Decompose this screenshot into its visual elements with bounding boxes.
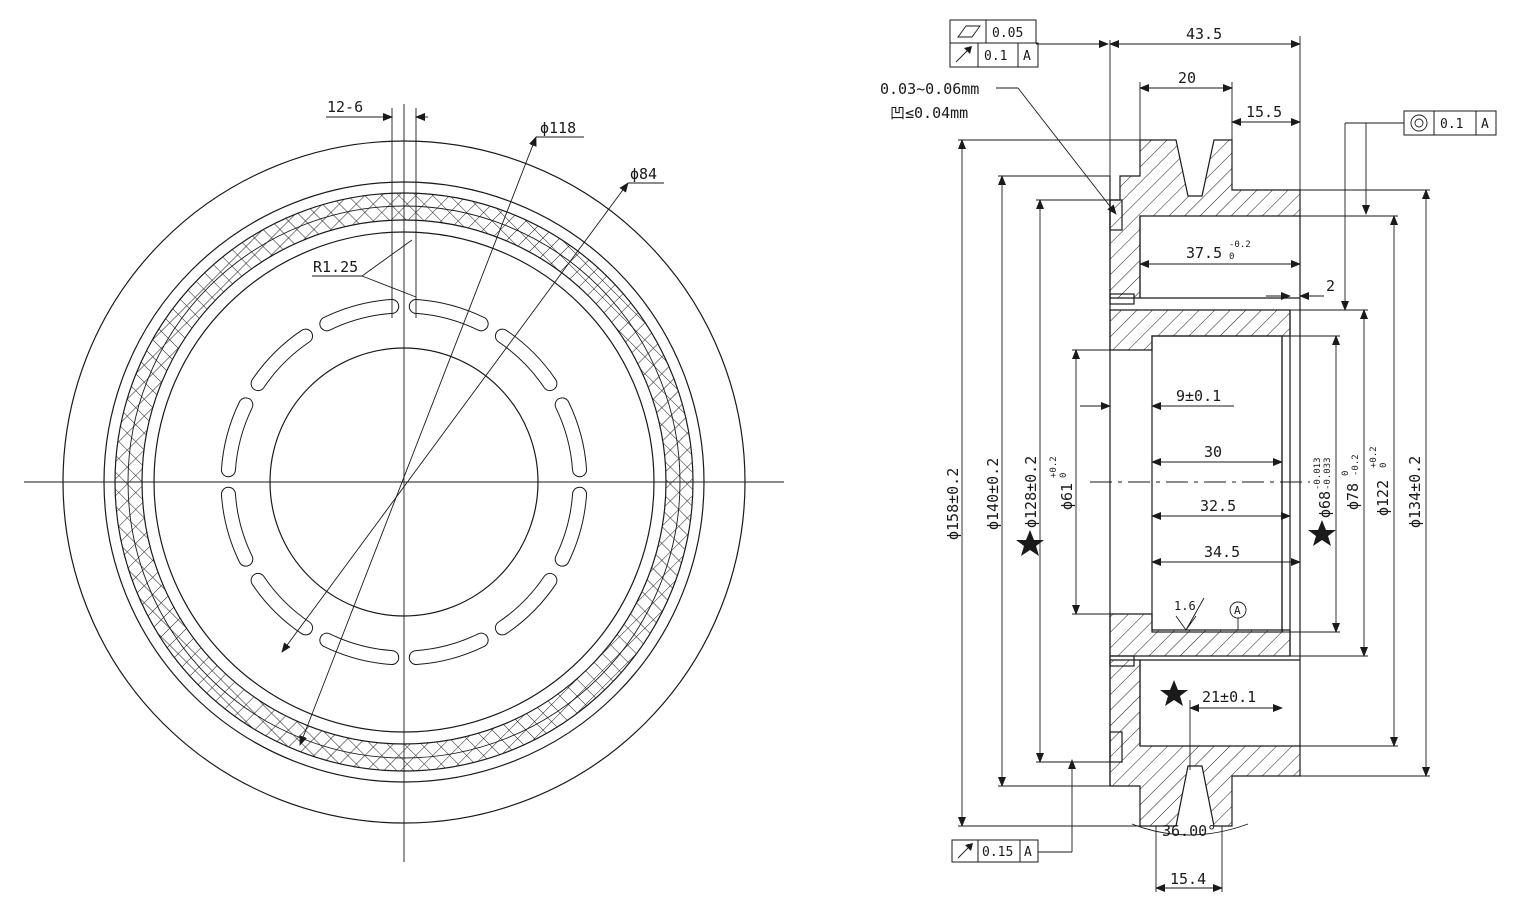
dim-32-5-label: 32.5 bbox=[1200, 497, 1236, 515]
runout-arrow-icon bbox=[957, 843, 973, 859]
pin-hole-mid-bottom bbox=[1109, 655, 1135, 667]
slot-width-label: 12-6 bbox=[327, 98, 363, 116]
slot bbox=[220, 486, 254, 567]
dim-122-tol-upper: +0.2 bbox=[1369, 446, 1379, 468]
dim-78-tol-upper: 0 bbox=[1341, 471, 1351, 476]
note-leader bbox=[1017, 87, 1117, 215]
slot bbox=[220, 397, 254, 478]
fcf-runout-bottom-datum: A bbox=[1024, 845, 1032, 860]
dim-9-label: 9±0.1 bbox=[1176, 387, 1221, 405]
dim-37-5-tol-lower: 0 bbox=[1229, 252, 1234, 262]
fcf-runout-bottom: 0.15 A bbox=[951, 839, 1039, 863]
dim-68-tol-lower: -0.033 bbox=[1323, 457, 1333, 490]
fcf-runout-top: 0.1 A bbox=[949, 42, 1039, 68]
pin-hole-mid-top bbox=[1109, 293, 1135, 305]
dim-78-label: ϕ78 bbox=[1344, 483, 1362, 510]
dia-84-label: ϕ84 bbox=[630, 165, 657, 183]
fcf-runout-top-datum: A bbox=[1023, 49, 1031, 64]
dim-61-label: ϕ61 bbox=[1058, 483, 1076, 510]
pin-hole-top bbox=[1109, 199, 1123, 231]
datum-a-symbol: A bbox=[1229, 601, 1247, 630]
dim-158-label: ϕ158±0.2 bbox=[944, 468, 962, 540]
fcf-concentricity-datum: A bbox=[1481, 117, 1489, 132]
fcf-runout-bottom-value: 0.15 bbox=[982, 845, 1013, 860]
parallelogram-icon bbox=[957, 25, 981, 38]
dim-122-label: ϕ122 bbox=[1374, 480, 1392, 516]
pin-hole-bottom bbox=[1109, 731, 1123, 763]
angle-label: 36.00° bbox=[1162, 822, 1216, 840]
star-icon bbox=[1308, 520, 1336, 546]
fcf-concentricity: 0.1 A bbox=[1403, 110, 1497, 136]
dim-134-label: ϕ134±0.2 bbox=[1406, 456, 1424, 528]
dim-61-tol-lower: 0 bbox=[1059, 473, 1069, 478]
radius-label: R1.25 bbox=[313, 258, 358, 276]
dim-15-4-label: 15.4 bbox=[1170, 870, 1206, 888]
lower-hub-section bbox=[1109, 659, 1301, 827]
fcf-concentricity-value: 0.1 bbox=[1440, 117, 1463, 132]
front-view: 12-6 ϕ118 ϕ84 R1.25 bbox=[24, 98, 784, 862]
dim-20-label: 20 bbox=[1178, 69, 1196, 87]
dim-122-tol-lower: 0 bbox=[1379, 463, 1389, 468]
dim-37-5-tol-upper: -0.2 bbox=[1229, 240, 1251, 250]
dim-140-label: ϕ140±0.2 bbox=[984, 458, 1002, 530]
angle-arc bbox=[1131, 823, 1249, 836]
lower-bore-section bbox=[1109, 613, 1291, 657]
dim-68-label: ϕ68 bbox=[1316, 491, 1334, 518]
runout-arrow-icon bbox=[955, 46, 972, 63]
fcf-runout-top-value: 0.1 bbox=[984, 49, 1007, 64]
surface-finish-label: 1.6 bbox=[1174, 599, 1196, 613]
section-view: 43.5 20 15.5 0.05 0.1 A 0.03~0.06mm bbox=[880, 19, 1497, 892]
dim-34-5-label: 34.5 bbox=[1204, 543, 1240, 561]
dim-61-tol-upper: +0.2 bbox=[1049, 456, 1059, 478]
fcf-flatness: 0.05 bbox=[949, 19, 1037, 44]
fcf-flatness-value: 0.05 bbox=[992, 26, 1023, 41]
dia-118-label: ϕ118 bbox=[540, 119, 576, 137]
datum-a-label: A bbox=[1234, 604, 1241, 617]
dim-68-tol-upper: -0.013 bbox=[1313, 457, 1323, 490]
note-line2: 凹≤0.04mm bbox=[890, 104, 968, 122]
upper-hub-section bbox=[1109, 139, 1301, 299]
dim-128-label: ϕ128±0.2 bbox=[1022, 456, 1040, 528]
dim-37-5-label: 37.5 bbox=[1186, 244, 1222, 262]
note-line1: 0.03~0.06mm bbox=[880, 80, 979, 98]
dim-2-label: 2 bbox=[1326, 277, 1335, 295]
dim-78-tol-lower: -0.2 bbox=[1351, 454, 1361, 476]
dim-43-5-label: 43.5 bbox=[1186, 25, 1222, 43]
dim-21-label: 21±0.1 bbox=[1202, 688, 1256, 706]
radius-leader-b bbox=[361, 275, 417, 298]
inner-bore bbox=[1151, 335, 1283, 633]
concentricity-icon bbox=[1410, 114, 1428, 132]
surface-finish-symbol: 1.6 bbox=[1174, 597, 1205, 631]
upper-bore-section bbox=[1109, 309, 1291, 351]
star-icon bbox=[1160, 680, 1188, 706]
dia-84-line bbox=[281, 182, 629, 653]
dim-15-5-label: 15.5 bbox=[1246, 103, 1282, 121]
radius-leader-a bbox=[361, 239, 413, 277]
dim-30-label: 30 bbox=[1204, 443, 1222, 461]
